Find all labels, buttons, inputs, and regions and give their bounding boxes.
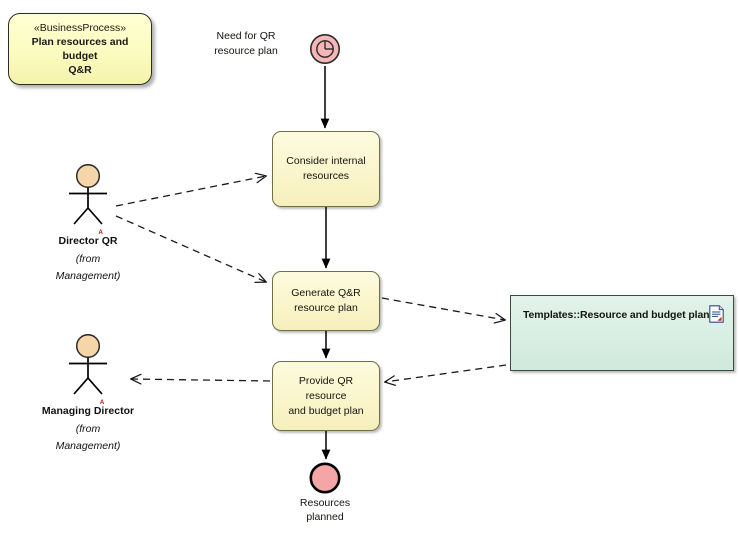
- activity-label-line2: resource plan: [294, 302, 358, 314]
- business-process-title-line2: Q&R: [68, 64, 92, 76]
- business-process-stereotype: «BusinessProcess»: [33, 22, 127, 34]
- timer-clock-icon[interactable]: [309, 33, 341, 65]
- activity-label-line2: resources: [302, 170, 350, 182]
- actor-package-line2: Management): [55, 270, 121, 282]
- activity-label-line2: and budget plan: [288, 404, 364, 417]
- activity-label: Provide QR resource and budget plan: [281, 374, 371, 419]
- end-node-icon[interactable]: [308, 461, 342, 495]
- activity-label-line1: Generate Q&R: [291, 287, 361, 299]
- end-node-label: Resources planned: [276, 496, 374, 524]
- activity-consider-internal-resources[interactable]: Consider internal resources: [272, 131, 380, 207]
- dep-generate-to-artifact: [381, 297, 505, 320]
- actor-name-text: Director QR: [58, 235, 118, 247]
- actor-stick-figure-icon: [69, 333, 107, 395]
- start-event-label: Need for QR resource plan: [190, 29, 302, 59]
- activity-label: Consider internal resources: [286, 154, 365, 184]
- activity-label-line1: Provide QR resource: [298, 374, 354, 402]
- activity-label: Generate Q&R resource plan: [291, 286, 360, 316]
- business-process-title-line1: Plan resources and budget: [31, 36, 129, 62]
- actor-package-line1: (from: [75, 253, 101, 265]
- end-node-label-line1: Resources: [299, 497, 351, 509]
- actor-name-text: Managing Director: [41, 405, 135, 417]
- end-node-label-line2: planned: [306, 511, 344, 523]
- artifact-templates-resource-and-budget-plan[interactable]: Templates::Resource and budget plan: [510, 295, 734, 371]
- actor-package-line2: Management): [55, 440, 121, 452]
- actor-abstract-marker: A: [99, 400, 105, 406]
- activity-generate-qr-resource-plan[interactable]: Generate Q&R resource plan: [272, 271, 380, 331]
- activity-provide-qr-resource-and-budget-plan[interactable]: Provide QR resource and budget plan: [272, 361, 380, 431]
- start-event-label-line1: Need for QR: [216, 30, 276, 42]
- document-icon: [709, 305, 724, 323]
- activity-label-line1: Consider internal: [286, 155, 366, 167]
- business-process-note[interactable]: «BusinessProcess» Plan resources and bud…: [8, 13, 152, 85]
- dep-artifact-to-provide: [385, 364, 507, 382]
- actor-stick-figure-icon: [69, 163, 107, 225]
- actor-abstract-marker: A: [98, 230, 103, 236]
- actor-package-line1: (from: [75, 423, 101, 435]
- artifact-label: Templates::Resource and budget plan: [523, 309, 710, 321]
- start-event-label-line2: resource plan: [214, 45, 278, 57]
